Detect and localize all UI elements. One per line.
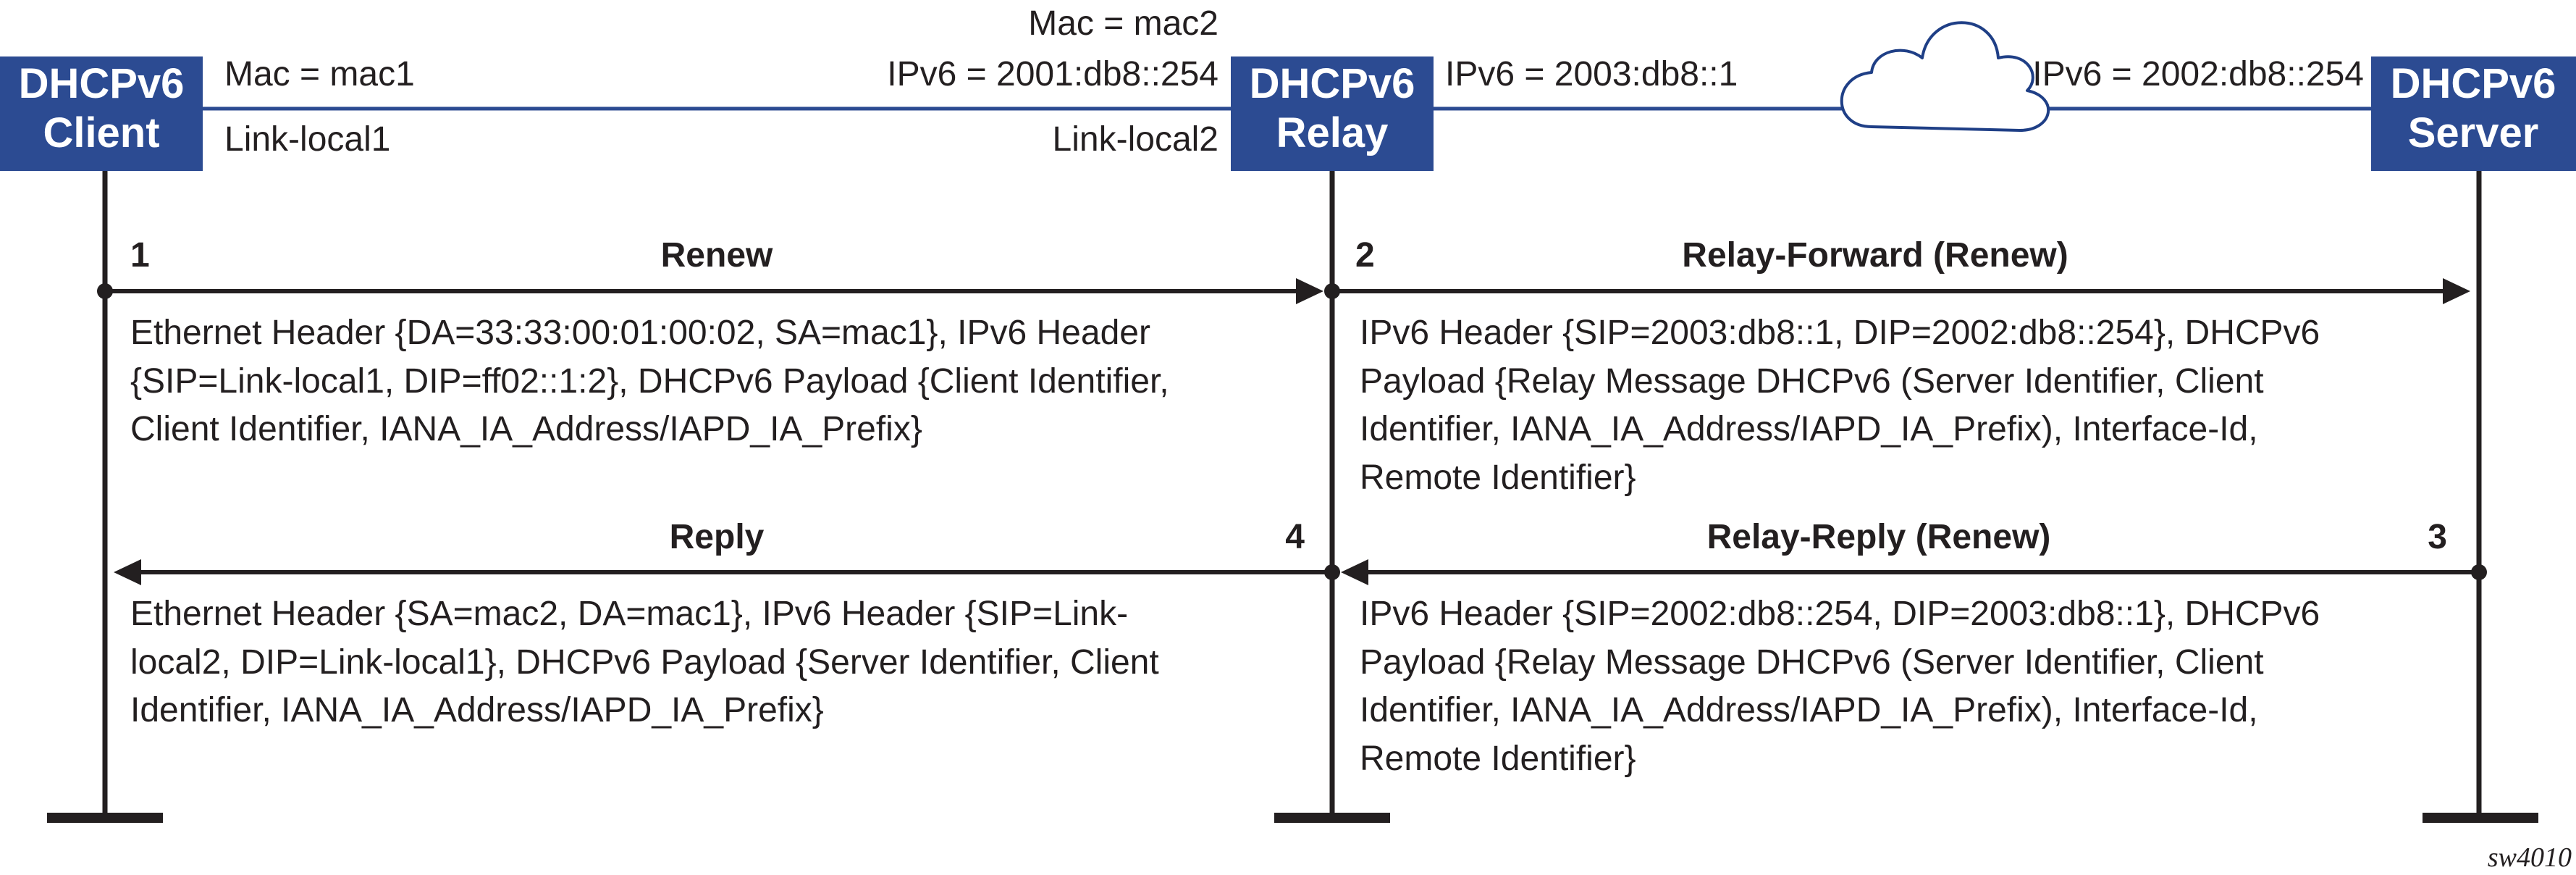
message-body-renew-line3: Client Identifier, IANA_IA_Address/IAPD_…	[130, 410, 922, 448]
message-body-relay-forward-line4: Remote Identifier}	[1360, 459, 1636, 497]
client-lifeline-base	[47, 813, 163, 823]
message-relay-forward: 2 Relay-Forward (Renew) IPv6 Header {SIP…	[1324, 236, 2470, 497]
arrowhead-reply	[114, 559, 141, 585]
message-body-relay-reply-line3: Identifier, IANA_IA_Address/IAPD_IA_Pref…	[1360, 691, 2258, 729]
message-title-relay-forward: Relay-Forward (Renew)	[1682, 236, 2068, 275]
client-mac-label: Mac = mac1	[224, 55, 415, 93]
message-body-renew-line1: Ethernet Header {DA=33:33:00:01:00:02, S…	[130, 314, 1150, 352]
figure-id-label: sw4010	[2488, 842, 2572, 873]
arrowhead-relay-forward	[2443, 278, 2470, 304]
server-node: DHCPv6 Server	[2371, 56, 2576, 171]
relay-node: DHCPv6 Relay	[1231, 56, 1434, 171]
message-body-relay-reply-line1: IPv6 Header {SIP=2002:db8::254, DIP=2003…	[1360, 595, 2320, 633]
step-number-2: 2	[1355, 236, 1375, 275]
server-lifeline-base	[2423, 813, 2538, 823]
relay-node-label-line2: Relay	[1276, 109, 1389, 156]
message-body-relay-forward-line2: Payload {Relay Message DHCPv6 (Server Id…	[1360, 362, 2264, 401]
relay-mac-label: Mac = mac2	[1028, 4, 1218, 43]
arrowhead-renew	[1296, 278, 1323, 304]
client-node-label-line2: Client	[43, 109, 159, 156]
dot-reply	[1324, 564, 1340, 580]
relay-node-label-line1: DHCPv6	[1250, 60, 1415, 107]
client-node: DHCPv6 Client	[0, 56, 203, 171]
step-number-4: 4	[1285, 518, 1305, 556]
step-number-1: 1	[130, 236, 150, 275]
server-node-label-line1: DHCPv6	[2391, 60, 2556, 107]
message-reply: 4 Reply Ethernet Header {SA=mac2, DA=mac…	[114, 518, 1340, 729]
relay-ipv6-right-label: IPv6 = 2003:db8::1	[1445, 55, 1738, 93]
server-node-label-line2: Server	[2408, 109, 2539, 156]
dot-relay-reply	[2471, 564, 2487, 580]
message-body-relay-reply-line4: Remote Identifier}	[1360, 740, 1636, 778]
message-body-relay-reply-line2: Payload {Relay Message DHCPv6 (Server Id…	[1360, 643, 2264, 682]
message-body-relay-forward-line3: Identifier, IANA_IA_Address/IAPD_IA_Pref…	[1360, 410, 2258, 448]
message-body-reply-line3: Identifier, IANA_IA_Address/IAPD_IA_Pref…	[130, 691, 824, 729]
message-title-relay-reply: Relay-Reply (Renew)	[1707, 518, 2051, 556]
message-title-renew: Renew	[661, 236, 773, 275]
message-title-reply: Reply	[670, 518, 765, 556]
message-body-reply-line1: Ethernet Header {SA=mac2, DA=mac1}, IPv6…	[130, 595, 1128, 633]
client-link-local-label: Link-local1	[224, 120, 390, 159]
relay-link-local-label: Link-local2	[1053, 120, 1218, 159]
server-ipv6-label: IPv6 = 2002:db8::254	[2032, 55, 2364, 93]
network-cloud-icon	[1840, 21, 2050, 132]
message-body-relay-forward-line1: IPv6 Header {SIP=2003:db8::1, DIP=2002:d…	[1360, 314, 2320, 352]
message-body-renew-line2: {SIP=Link-local1, DIP=ff02::1:2}, DHCPv6…	[130, 362, 1169, 401]
client-node-label-line1: DHCPv6	[19, 60, 185, 107]
arrowhead-relay-reply	[1341, 559, 1368, 585]
message-renew: 1 Renew Ethernet Header {DA=33:33:00:01:…	[97, 236, 1323, 448]
relay-lifeline-base	[1274, 813, 1390, 823]
dot-renew	[97, 283, 113, 299]
message-relay-reply: 3 Relay-Reply (Renew) IPv6 Header {SIP=2…	[1341, 518, 2487, 778]
dot-relay-forward	[1324, 283, 1340, 299]
relay-ipv6-left-label: IPv6 = 2001:db8::254	[887, 55, 1218, 93]
message-body-reply-line2: local2, DIP=Link-local1}, DHCPv6 Payload…	[130, 643, 1159, 682]
step-number-3: 3	[2428, 518, 2447, 556]
